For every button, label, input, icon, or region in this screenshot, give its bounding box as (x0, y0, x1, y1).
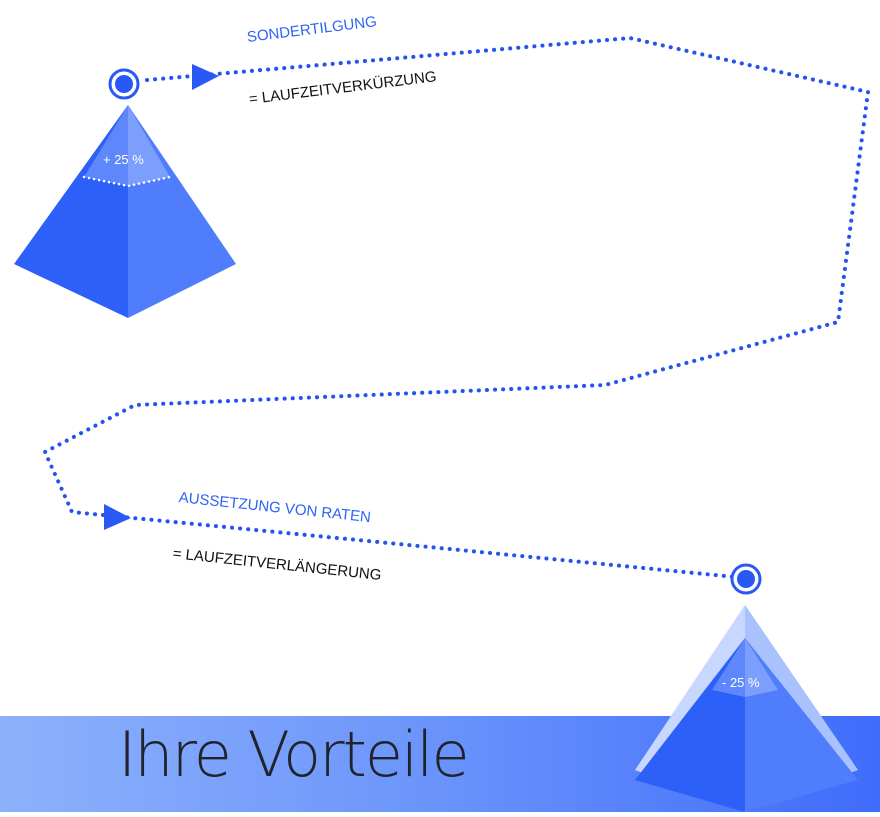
dotted-path (42, 35, 871, 579)
top-target-icon (108, 68, 140, 100)
top-pyramid (14, 105, 236, 318)
footer-title: Ihre Vorteile (118, 718, 470, 791)
bottom-arrow-icon (104, 504, 131, 530)
top-arrow-icon (192, 64, 219, 90)
bottom-target-icon (730, 563, 762, 595)
bottom-pyramid-percent: - 25 % (722, 675, 760, 690)
top-pyramid-percent: + 25 % (103, 152, 144, 167)
